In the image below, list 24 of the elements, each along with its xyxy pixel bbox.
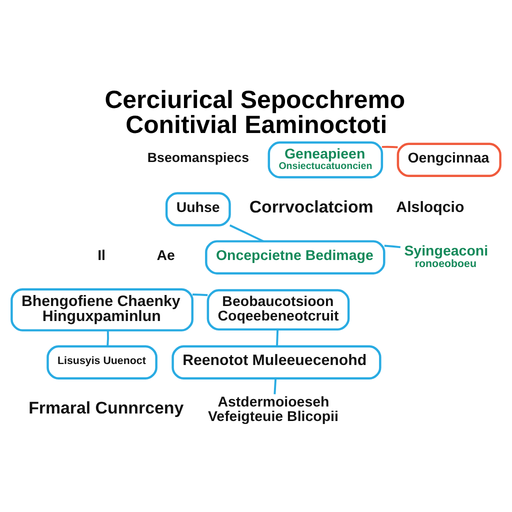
node-box: Reenotot Muleeuecenohd: [172, 345, 382, 380]
node-box: Geneapieen Onsiectucatuoncien: [268, 141, 384, 178]
connector: [274, 378, 277, 394]
node-box: Oengcinnaa: [396, 142, 502, 178]
node-text: Syingeaconi ronoeoboeu: [404, 243, 488, 270]
connector: [230, 224, 264, 242]
label: Ae: [156, 248, 175, 264]
node-box: Bhengofiene Chaenky Hinguxpaminlun: [10, 288, 194, 332]
connector: [192, 294, 208, 296]
node-box: Lisusyis Uuenoct: [46, 345, 158, 380]
label: Corrvoclatciom: [249, 198, 374, 217]
node-box: Uuhse: [165, 192, 231, 226]
label: Il: [98, 248, 106, 264]
node-box: Oncepcietne Bedimage: [205, 240, 386, 274]
label: Alsloqcio: [396, 199, 464, 216]
label: Bseomanspiecs: [147, 150, 250, 166]
connector: [276, 330, 279, 346]
label: Frmaral Cunnrceny: [28, 398, 184, 418]
node-text: Astdermoioeseh Vefeigteuie Blicopii: [208, 394, 338, 425]
connector: [382, 146, 398, 148]
node-box: Beobaucotsioon Coqeebeneotcruit: [206, 289, 350, 331]
connector: [384, 244, 401, 248]
diagram-title: Cerciurical Sepocchremo Conitivial Eaminoctoti: [104, 86, 406, 140]
connector: [106, 330, 109, 346]
